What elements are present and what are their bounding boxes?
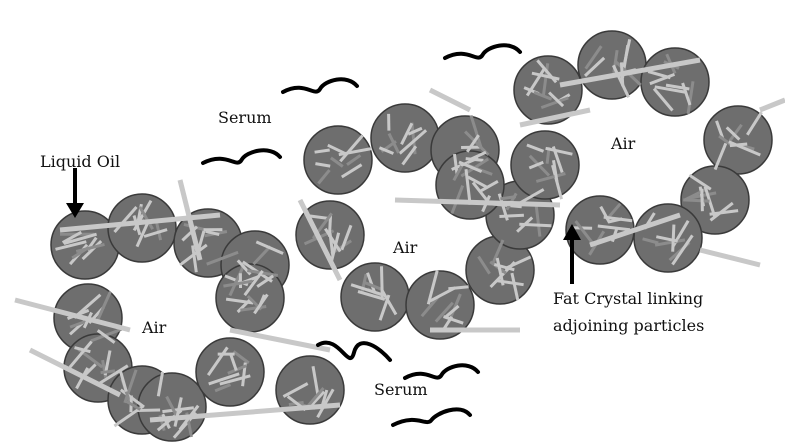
fat-crystal-label-line1: Fat Crystal linking [553,289,703,308]
serum-wave [203,150,280,163]
fat-crystal [673,225,674,252]
liquid-oil-label: Liquid Oil [40,152,120,171]
serum-wave [283,79,357,92]
air-label-right: Air [610,134,636,153]
fat-crystal [137,410,160,411]
fat-crystal [702,189,703,212]
fat-crystal-label-line2: adjoining particles [553,316,704,335]
linking-fat-crystal [700,250,760,265]
serum-wave [405,365,478,378]
fat-crystal [499,215,524,216]
linking-fat-crystal [760,100,785,110]
serum-wave [393,409,470,425]
fat-crystal [519,224,551,226]
linking-fat-crystal [430,90,470,110]
air-label-middle: Air [392,238,418,257]
air-label-left: Air [141,318,167,337]
serum-wave [445,45,520,58]
serum-label-top: Serum [218,108,272,127]
serum-label-bottom: Serum [374,380,428,399]
oil-droplet [511,131,579,199]
fat-crystal [382,266,383,299]
fat-crystal [101,371,115,373]
fat-crystal [683,200,709,201]
